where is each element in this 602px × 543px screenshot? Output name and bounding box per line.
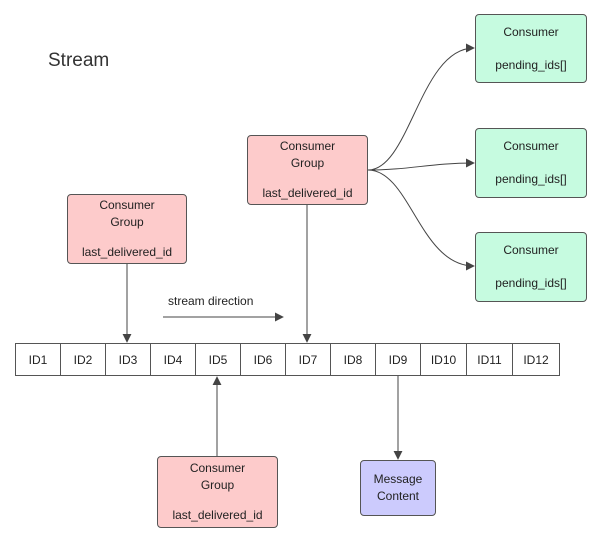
consumer-2-name: Consumer	[503, 139, 559, 153]
stream-entry-id4: ID4	[150, 343, 196, 376]
stream-entry-id2: ID2	[60, 343, 106, 376]
consumer-1: Consumer pending_ids[]	[475, 14, 587, 83]
consumer-group-2: Consumer Group last_delivered_id	[247, 135, 368, 205]
arrow-cg2-to-consumer-1	[367, 43, 475, 171]
consumer-3-name: Consumer	[503, 243, 559, 257]
consumer-group-3-line2: Group	[200, 478, 235, 492]
stream-entry-id12: ID12	[512, 343, 560, 376]
consumer-group-3-line1: Consumer	[189, 461, 246, 475]
consumer-group-1-line1: Consumer	[99, 198, 155, 212]
consumer-group-2-line2: Group	[290, 156, 325, 170]
consumer-group-3-field: last_delivered_id	[172, 508, 263, 522]
consumer-group-1-field: last_delivered_id	[81, 245, 173, 259]
stream-entry-id5: ID5	[195, 343, 241, 376]
consumer-group-1: Consumer Group last_delivered_id	[67, 194, 187, 264]
consumer-1-field: pending_ids[]	[495, 57, 567, 72]
consumer-2-field: pending_ids[]	[495, 172, 567, 186]
stream-entry-id1: ID1	[15, 343, 61, 376]
consumer-group-1-line2: Group	[110, 215, 144, 229]
consumer-3-field: pending_ids[]	[495, 276, 567, 290]
consumer-1-name: Consumer	[503, 24, 559, 39]
arrow-cg2-to-consumer-3	[367, 169, 475, 271]
stream-entry-id10: ID10	[420, 343, 467, 376]
consumer-group-2-field: last_delivered_id	[262, 186, 353, 200]
stream-entry-id3: ID3	[105, 343, 151, 376]
message-line2: Content	[376, 489, 420, 503]
consumer-3: Consumer pending_ids[]	[475, 232, 587, 302]
consumer-group-2-line1: Consumer	[279, 139, 336, 153]
arrow-cg2-to-consumer-2	[367, 158, 475, 171]
stream-direction-label: stream direction	[168, 294, 254, 308]
stream-entry-id8: ID8	[330, 343, 376, 376]
message-content: Message Content	[360, 460, 436, 516]
diagram-title: Stream	[48, 50, 110, 71]
stream-entry-id6: ID6	[240, 343, 286, 376]
stream-entry-id9: ID9	[375, 343, 421, 376]
message-line1: Message	[373, 472, 423, 486]
stream-entry-id11: ID11	[466, 343, 513, 376]
consumer-group-3: Consumer Group last_delivered_id	[157, 456, 278, 528]
stream-entry-id7: ID7	[285, 343, 331, 376]
consumer-2: Consumer pending_ids[]	[475, 128, 587, 198]
